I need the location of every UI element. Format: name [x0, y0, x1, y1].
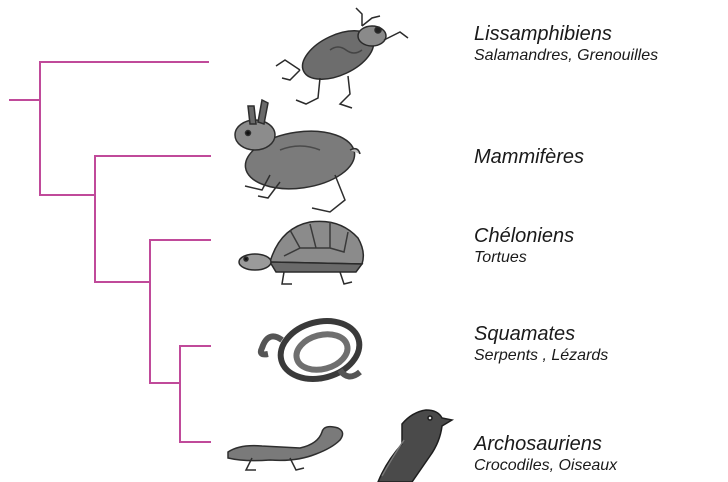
frog-illustration	[276, 8, 408, 108]
taxon-common-names: Serpents , Lézards	[474, 346, 608, 366]
taxon-common-names: Salamandres, Grenouilles	[474, 46, 658, 66]
snake-illustration	[261, 313, 366, 388]
tortoise-illustration	[239, 221, 363, 284]
taxon-label-archosauriens: Archosauriens Crocodiles, Oiseaux	[474, 432, 617, 476]
taxon-label-squamates: Squamates Serpents , Lézards	[474, 322, 608, 366]
crocodile-illustration	[228, 427, 343, 470]
taxon-common-names: Crocodiles, Oiseaux	[474, 456, 617, 476]
taxon-name: Squamates	[474, 322, 608, 346]
taxon-label-lissamphibiens: Lissamphibiens Salamandres, Grenouilles	[474, 22, 658, 66]
taxon-common-names: Tortues	[474, 248, 574, 268]
taxon-label-mammiferes: Mammifères	[474, 145, 584, 169]
taxon-name: Lissamphibiens	[474, 22, 658, 46]
taxon-name: Archosauriens	[474, 432, 617, 456]
taxon-name: Mammifères	[474, 145, 584, 169]
taxon-name: Chéloniens	[474, 224, 574, 248]
crow-illustration	[378, 410, 452, 482]
hare-illustration	[235, 100, 360, 212]
taxon-label-cheloniens: Chéloniens Tortues	[474, 224, 574, 268]
